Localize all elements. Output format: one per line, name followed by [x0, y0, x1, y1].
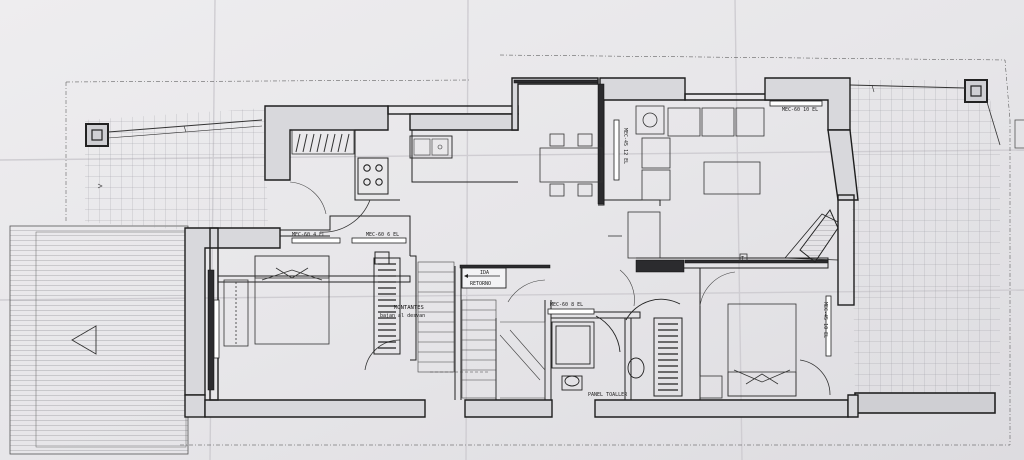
label-mec-vertical-living: MEC-45 12 EL — [622, 128, 628, 164]
kitchen-fixtures — [291, 129, 453, 195]
bathroom-fixtures — [551, 298, 681, 391]
right-terrace — [180, 54, 1024, 446]
living-room-furniture — [608, 105, 765, 262]
label-mec-8: MEC-60 8 EL — [550, 302, 583, 308]
label-panel-toaller: PANEL TOALLER — [588, 392, 628, 398]
label-ida: IDA — [480, 270, 489, 276]
wardrobe-right — [653, 317, 683, 397]
bedroom-left — [223, 199, 401, 371]
bedroom-right — [699, 303, 831, 399]
left-terrace — [65, 79, 471, 232]
fireplace — [784, 209, 839, 263]
staircase — [417, 261, 546, 399]
cooktop — [357, 157, 389, 195]
dining-table — [539, 133, 603, 197]
burner-icon — [363, 164, 383, 186]
sink — [409, 135, 453, 159]
wardrobe-left — [373, 251, 401, 355]
label-mec-10: MEC-60 10 EL — [782, 107, 818, 113]
triangle-symbol-icon — [71, 325, 97, 355]
radiator-markers — [213, 100, 832, 359]
label-montantes-sub: bajan al desvan — [380, 313, 425, 319]
door-swings — [289, 181, 736, 307]
accent-walls — [207, 79, 829, 391]
exterior-walls — [184, 77, 859, 418]
label-mec-4: MEC-60 4 EL — [292, 232, 325, 238]
label-montantes: MONTANTES — [394, 305, 424, 311]
left-balcony — [9, 225, 189, 455]
label-mec-6: MEC-60 6 EL — [366, 232, 399, 238]
label-t-mark: T — [741, 256, 744, 262]
ida-retorno-box — [461, 267, 507, 289]
label-mec-vertical-bedroom: MEC-45 10 EL — [822, 302, 828, 338]
label-retorno: RETORNO — [470, 281, 491, 287]
